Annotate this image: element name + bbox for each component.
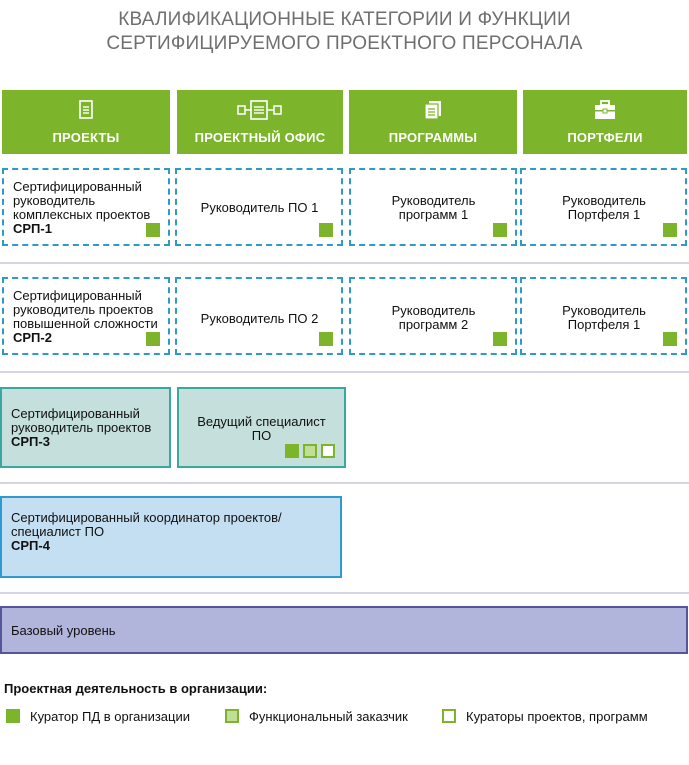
legend-swatch <box>225 709 239 723</box>
srp1-code: СРП-1 <box>13 221 52 236</box>
srp1-text: Сертифицированный руководитель комплексн… <box>13 180 160 236</box>
column-label: ПРОГРАММЫ <box>388 130 478 145</box>
functional-customer-marker <box>303 444 317 458</box>
column-label: ПРОЕКТНЫЙ ОФИС <box>194 130 326 145</box>
srp2-code: СРП-2 <box>13 330 52 345</box>
title-line-1: КВАЛИФИКАЦИОННЫЕ КАТЕГОРИИ И ФУНКЦИИ <box>118 9 571 30</box>
base-level-box: Базовый уровень <box>0 606 688 654</box>
legend-swatch <box>442 709 456 723</box>
row-separator <box>0 482 689 484</box>
lead-specialist-po-box: Ведущий специалист ПО <box>177 387 346 468</box>
row-separator <box>0 592 689 594</box>
base-level-label: Базовый уровень <box>11 623 116 638</box>
legend-item-curator: Куратор ПД в организации <box>6 708 190 724</box>
po2-office-cell: Руководитель ПО 2 <box>175 277 343 355</box>
po1-label: Руководитель ПО 1 <box>200 200 319 215</box>
curator-marker <box>493 223 507 237</box>
program1-cell: Руководитель программ 1 <box>349 168 517 246</box>
legend-label: Кураторы проектов, программ <box>466 708 648 724</box>
legend-item-functional-customer: Функциональный заказчик <box>225 708 408 724</box>
lead-specialist-line2: ПО <box>251 428 272 443</box>
row-separator <box>0 262 689 264</box>
column-header-portfolios: ПОРТФЕЛИ <box>523 90 687 154</box>
project-curators-marker <box>321 444 335 458</box>
srp1-projects-cell: Сертифицированный руководитель комплексн… <box>2 168 170 246</box>
legend-swatch <box>6 709 20 723</box>
program1-line2: программ 1 <box>398 207 469 222</box>
srp3-code: СРП-3 <box>11 434 50 449</box>
column-header-project-office: ПРОЕКТНЫЙ ОФИС <box>177 90 343 154</box>
column-header-programs: ПРОГРАММЫ <box>349 90 517 154</box>
briefcase-icon <box>595 100 615 119</box>
process-flow-icon <box>237 100 282 120</box>
portfolio2-cell: Руководитель Портфеля 1 <box>520 277 687 355</box>
srp2-text: Сертифицированный руководитель проектов … <box>13 289 160 345</box>
column-label: ПОРТФЕЛИ <box>567 130 643 145</box>
curator-marker <box>285 444 299 458</box>
portfolio2-line1: Руководитель <box>562 303 646 318</box>
srp4-box: Сертифицированный координатор проектов/ … <box>0 496 342 578</box>
column-label: ПРОЕКТЫ <box>52 130 120 145</box>
stacked-documents-icon <box>424 101 441 120</box>
curator-marker <box>319 223 333 237</box>
portfolio1-line2: Портфеля 1 <box>567 207 641 222</box>
srp4-code: СРП-4 <box>11 538 50 553</box>
diagram-title: КВАЛИФИКАЦИОННЫЕ КАТЕГОРИИ И ФУНКЦИИ СЕР… <box>0 8 689 56</box>
legend-item-project-curators: Кураторы проектов, программ <box>442 708 648 724</box>
srp3-projects-box: Сертифицированный руководитель проектов … <box>0 387 171 468</box>
program2-line1: Руководитель <box>391 303 476 318</box>
curator-marker <box>493 332 507 346</box>
program2-line2: программ 2 <box>398 317 469 332</box>
column-header-projects: ПРОЕКТЫ <box>2 90 170 154</box>
legend-label: Функциональный заказчик <box>249 708 408 724</box>
document-icon <box>79 100 93 119</box>
srp2-projects-cell: Сертифицированный руководитель проектов … <box>2 277 170 355</box>
curator-marker <box>146 332 160 346</box>
po1-office-cell: Руководитель ПО 1 <box>175 168 343 246</box>
curator-marker <box>146 223 160 237</box>
program1-line1: Руководитель <box>391 193 476 208</box>
portfolio1-cell: Руководитель Портфеля 1 <box>520 168 687 246</box>
portfolio2-line2: Портфеля 1 <box>567 317 641 332</box>
program2-cell: Руководитель программ 2 <box>349 277 517 355</box>
srp4-text: Сертифицированный координатор проектов/ … <box>11 510 282 553</box>
row-separator <box>0 371 689 373</box>
title-line-2: СЕРТИФИЦИРУЕМОГО ПРОЕКТНОГО ПЕРСОНАЛА <box>106 33 583 54</box>
curator-marker <box>663 223 677 237</box>
portfolio1-line1: Руководитель <box>562 193 646 208</box>
curator-marker <box>663 332 677 346</box>
po2-label: Руководитель ПО 2 <box>200 311 319 326</box>
lead-specialist-line1: Ведущий специалист <box>197 414 326 429</box>
legend-title: Проектная деятельность в организации: <box>4 681 268 696</box>
legend-label: Куратор ПД в организации <box>30 708 191 724</box>
curator-marker <box>319 332 333 346</box>
srp3-text: Сертифицированный руководитель проектов … <box>11 406 152 449</box>
